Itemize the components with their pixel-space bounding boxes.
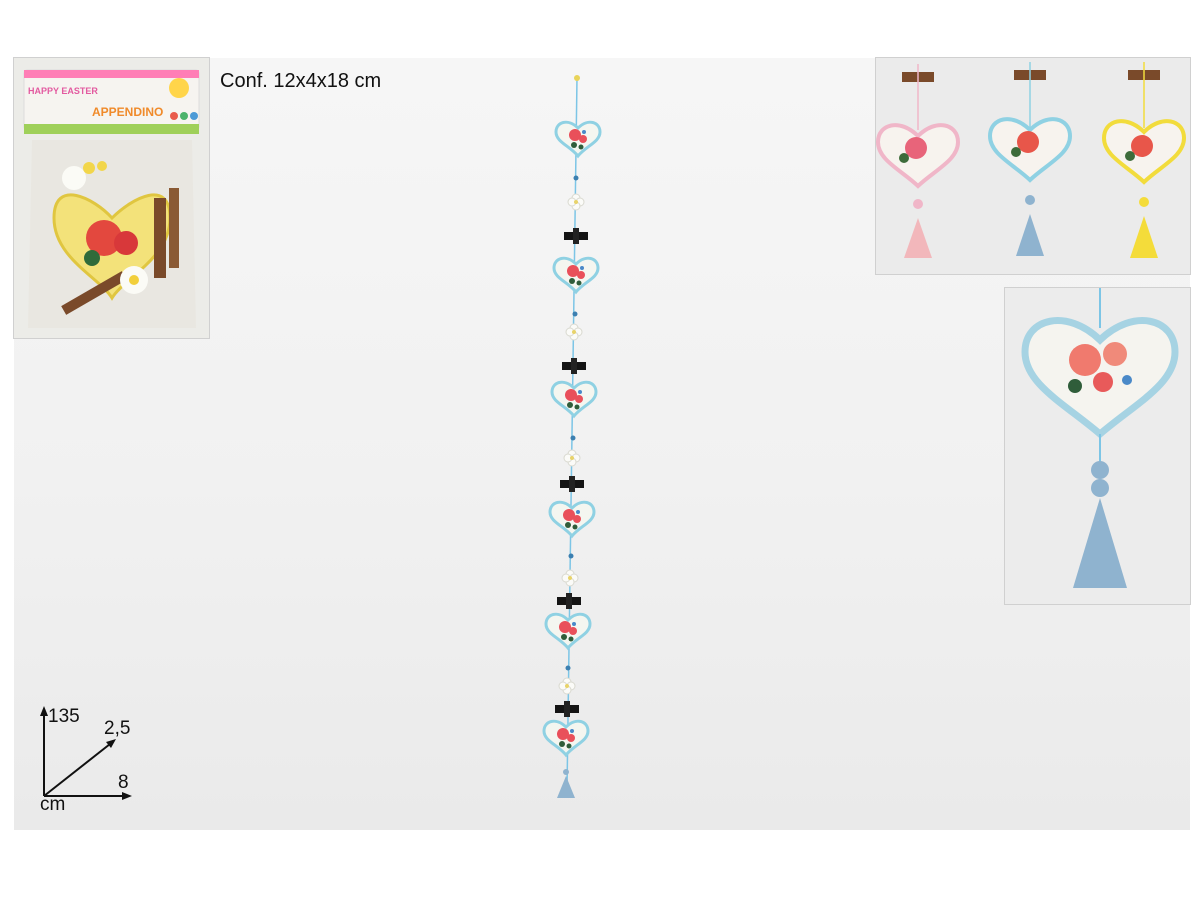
package-brand-text: HAPPY EASTER: [28, 86, 98, 96]
bead: [565, 665, 571, 671]
bead: [570, 435, 576, 441]
bead: [572, 311, 578, 317]
bead: [573, 175, 579, 181]
bead: [568, 553, 574, 559]
bead: [563, 769, 569, 775]
package-photo: HAPPY EASTER APPENDINO: [14, 58, 209, 338]
package-product-text: APPENDINO: [92, 105, 163, 119]
dimension-width: 8: [118, 772, 129, 793]
yellow-variant: [1101, 62, 1187, 258]
pink-variant: [876, 64, 961, 258]
dimension-depth: 2,5: [104, 718, 131, 739]
color-variants-photo: [876, 58, 1190, 274]
package-dimensions-label: Conf. 12x4x18 cm: [220, 70, 382, 92]
bell-ornament: [557, 776, 575, 798]
hook-knot: [574, 75, 580, 81]
blue-variant: [987, 62, 1073, 256]
closeup-photo: [1005, 288, 1190, 604]
dimension-unit: cm: [40, 794, 66, 815]
dimension-height: 135: [48, 706, 80, 727]
